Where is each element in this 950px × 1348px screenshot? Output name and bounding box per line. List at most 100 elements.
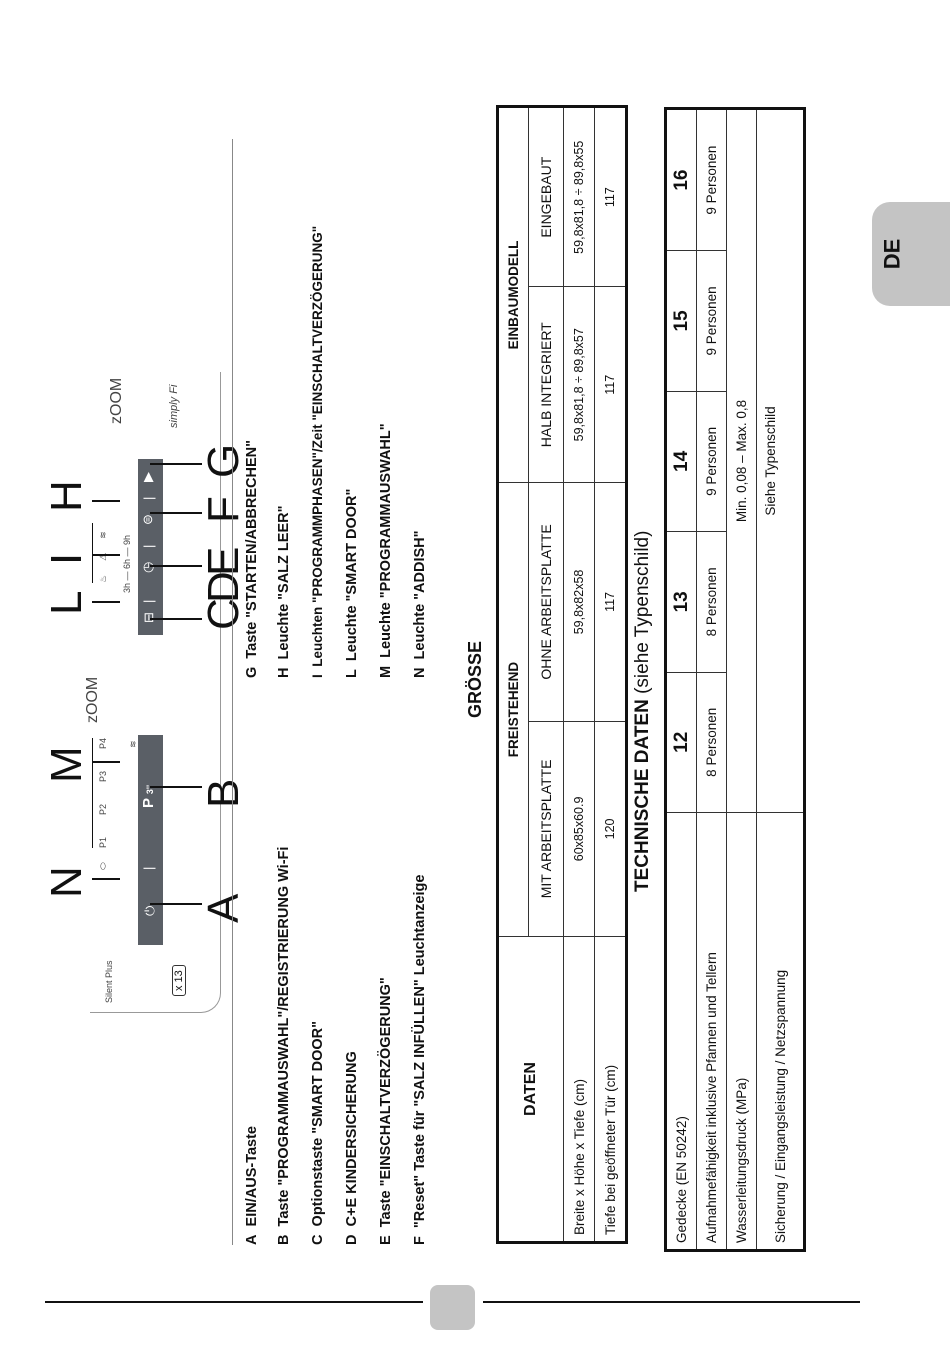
tech-table: Gedecke (EN 50242) 12 13 14 15 16 Aufnah… [664, 107, 806, 1252]
size-row1-v1: 60x85x60.9 [563, 721, 595, 937]
size-row2-v4: 117 [594, 106, 627, 287]
tech-row1-v2: 13 [665, 531, 697, 673]
size-row2-label: Tiefe bei geöffneter Tür (cm) [594, 936, 627, 1243]
size-header-freistehend: FREISTEHEND [497, 482, 529, 937]
wifi-icon: ≋ [128, 740, 138, 748]
tech-row1-v4: 15 [665, 250, 697, 392]
size-row1-label: Breite x Höhe x Tiefe (cm) [563, 936, 595, 1243]
legend-d: D C+E KINDERSICHERUNG [344, 1051, 360, 1245]
legend-l: L Leuchte "SMART DOOR" [344, 488, 360, 678]
legend-a: A EIN/AUS-Taste [244, 1126, 260, 1245]
size-sub-2: OHNE ARBEITSPLATTE [528, 482, 564, 722]
brand-silent-plus: Silent Plus [104, 960, 114, 1003]
leader-i [92, 554, 120, 556]
tech-row1-label: Gedecke (EN 50242) [665, 812, 697, 1251]
size-header-einbaumodell: EINBAUMODELL [497, 106, 529, 483]
leader-bracket-m [92, 738, 93, 848]
phase-icons: ♨⚠≋ [98, 517, 108, 583]
tech-row4-label: Sicherung / Eingangsleistung / Netzspann… [756, 812, 805, 1251]
tech-row3-label: Wasserleitungsdruck (MPa) [726, 812, 757, 1251]
table-row: Aufnahmefähigkeit inklusive Pfannen und … [696, 108, 727, 1251]
size-row2-v2: 117 [594, 482, 627, 722]
delay-clock-icon[interactable]: ◷ [140, 561, 155, 573]
legend-m: M Leuchte "PROGRAMMAUSWAHL" [378, 423, 394, 678]
zoom-logo-left: zOOM [84, 676, 101, 723]
tech-row1-v5: 16 [665, 108, 697, 251]
legend-e: E Taste "EINSCHALTVERZÖGERUNG" [378, 977, 394, 1245]
leader-a [150, 903, 202, 905]
size-row2-v3: 117 [594, 286, 627, 483]
power-icon[interactable]: ⏻ [142, 905, 157, 916]
separator-icon-3: | [141, 544, 156, 548]
size-sub-4: EINGEBAUT [528, 106, 564, 287]
delay-hours-label: 3h — 6h — 9h [122, 534, 132, 593]
size-sub-1: MIT ARBEITSPLATTE [528, 721, 564, 937]
x13-badge: x 13 [172, 965, 186, 996]
legend-c: C Optionstaste "SMART DOOR" [310, 1020, 326, 1245]
tech-row4-value: Siehe Typenschild [756, 108, 805, 813]
legend-i: I Leuchten "PROGRAMMPHASEN"/Zeit "EINSCH… [310, 225, 325, 678]
callout-h: H [42, 480, 91, 512]
bottom-rule-right [483, 1301, 860, 1303]
zoom-logo-right: zOOM [108, 377, 125, 424]
addish-icon: ⬭ [98, 862, 108, 870]
callout-n: N [42, 866, 91, 898]
tech-row2-v5: 9 Personen [696, 108, 727, 251]
size-row1-v4: 59,8x81,8 ÷ 89,8x55 [563, 106, 595, 287]
size-sub-3: HALB INTEGRIERT [528, 286, 564, 483]
callout-e: E [199, 546, 248, 576]
table-row: Gedecke (EN 50242) 12 13 14 15 16 [665, 108, 697, 1251]
callout-g: G [199, 443, 248, 478]
program-p2: P2 [98, 804, 108, 816]
table-row: Breite x Höhe x Tiefe (cm) 60x85x60.9 59… [563, 106, 595, 1243]
leader-f [150, 512, 202, 514]
program-display: P 3'' [140, 784, 157, 808]
callout-b: B [199, 778, 248, 808]
program-p4: P4 [98, 738, 108, 750]
legend-f: F "Reset" Taste für "SALZ INFÜLLEN" Leuc… [412, 874, 428, 1245]
leader-m [92, 761, 120, 763]
leader-g [150, 463, 202, 465]
size-row2-v1: 120 [594, 721, 627, 937]
tech-title: TECHNISCHE DATEN (siehe Typenschild) [632, 530, 653, 892]
language-tab [872, 202, 950, 306]
legend-g: G Taste "STARTEN/ABBRECHEN" [244, 440, 260, 678]
leader-b [150, 786, 202, 788]
simplyfi-logo: simply Fi [168, 384, 180, 428]
size-title: GRÖSSE [465, 640, 485, 718]
page-number-box [430, 1285, 475, 1330]
size-row1-v2: 59,8x82x58 [563, 482, 595, 722]
program-p3: P3 [98, 771, 108, 783]
leader-bracket-i [92, 523, 93, 583]
callout-i: I [42, 552, 91, 565]
leader-e [150, 565, 202, 567]
tech-row2-v2: 8 Personen [696, 531, 727, 673]
program-p1: P1 [98, 836, 108, 848]
separator-icon-4: | [141, 496, 156, 500]
size-table: DATEN FREISTEHEND EINBAUMODELL MIT ARBEI… [496, 105, 628, 1244]
tech-row1-v3: 14 [665, 391, 697, 532]
callout-f: F [199, 496, 248, 523]
legend-b: B Taste "PROGRAMMAUSWAHL"/REGISTRIERUNG … [276, 846, 292, 1245]
tech-row2-v3: 9 Personen [696, 391, 727, 532]
tech-row2-v1: 8 Personen [696, 672, 727, 813]
legend-h: H Leuchte "SALZ LEER" [276, 505, 292, 678]
panel-base-line [232, 139, 233, 1245]
tech-row1-v1: 12 [665, 672, 697, 813]
start-cancel-icon[interactable]: ▶ [140, 472, 155, 482]
size-row1-v3: 59,8x81,8 ÷ 89,8x57 [563, 286, 595, 483]
size-header-daten: DATEN [497, 936, 564, 1243]
leader-n [92, 878, 120, 880]
reset-salt-icon[interactable]: ⊜ [140, 514, 155, 525]
separator-icon: | [141, 866, 156, 870]
legend-n: N Leuchte "ADDISH" [412, 530, 428, 678]
table-row: Sicherung / Eingangsleistung / Netzspann… [756, 108, 805, 1251]
callout-l: L [42, 590, 91, 615]
tech-row3-value: Min. 0,08 – Max. 0,8 [726, 108, 757, 813]
tech-row2-v4: 9 Personen [696, 250, 727, 392]
bottom-rule-left [45, 1301, 423, 1303]
leader-c [150, 618, 202, 620]
table-row: Wasserleitungsdruck (MPa) Min. 0,08 – Ma… [726, 108, 757, 1251]
callout-a: A [199, 893, 248, 923]
